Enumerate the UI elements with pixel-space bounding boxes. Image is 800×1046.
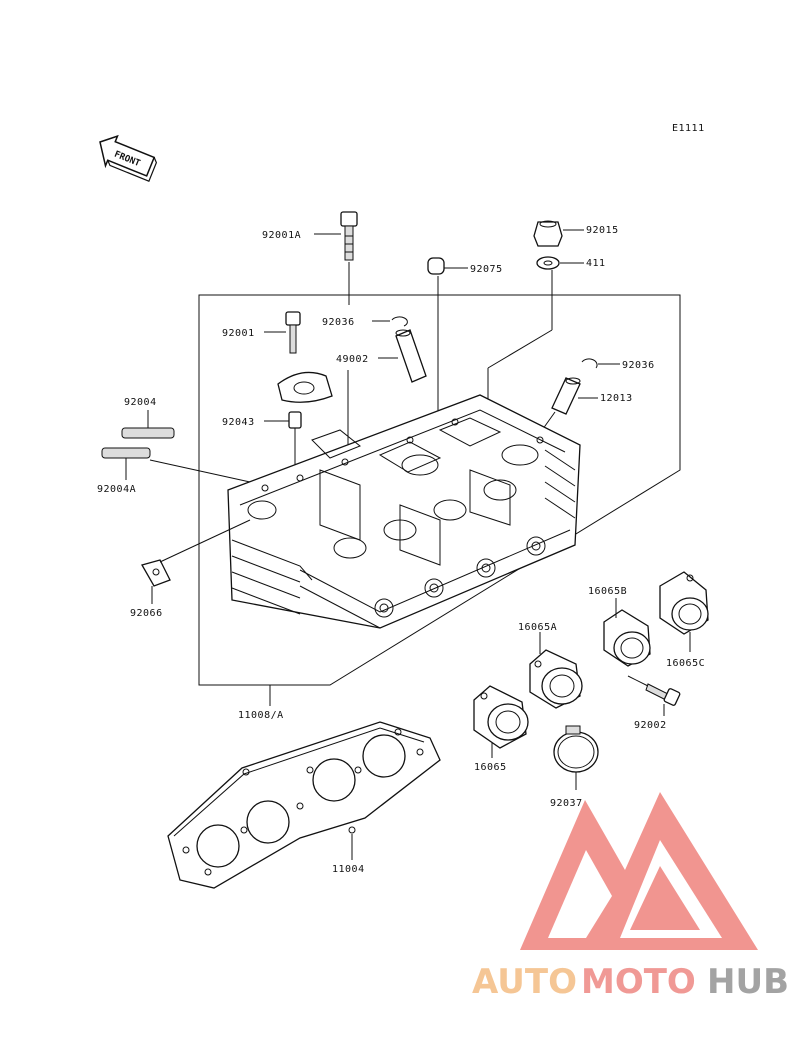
bolt-92002-icon xyxy=(627,675,681,716)
stud-92004A-icon xyxy=(101,447,251,483)
assembly-bracket xyxy=(198,294,681,686)
label-92036-top: 92036 xyxy=(322,317,355,328)
holder-16065C-icon xyxy=(659,571,709,652)
watermark-hub: HUB xyxy=(707,962,789,1002)
label-92004A: 92004A xyxy=(97,484,136,495)
circlip-92036b-icon xyxy=(581,358,620,369)
stud-92004-icon xyxy=(121,410,175,439)
label-16065A: 16065A xyxy=(518,622,557,633)
cylinder-head-icon xyxy=(227,394,581,629)
label-49002: 49002 xyxy=(336,354,369,365)
label-92002: 92002 xyxy=(634,720,667,731)
holder-16065-icon xyxy=(473,685,529,758)
label-92004: 92004 xyxy=(124,397,157,408)
label-92037: 92037 xyxy=(550,798,583,809)
front-arrow-icon: FRONT xyxy=(99,134,158,182)
label-16065B: 16065B xyxy=(588,586,627,597)
label-92075: 92075 xyxy=(470,264,503,275)
bolt-92001-icon xyxy=(264,311,301,354)
watermark-moto: MOTO xyxy=(581,962,696,1002)
label-92043: 92043 xyxy=(222,417,255,428)
label-92066: 92066 xyxy=(130,608,163,619)
label-11004: 11004 xyxy=(332,864,365,875)
gasket-11004-icon xyxy=(167,721,441,889)
bolt-92001A-icon xyxy=(314,211,358,305)
watermark-auto: AUTO xyxy=(472,962,577,1002)
label-92001A: 92001A xyxy=(262,230,301,241)
label-92001: 92001 xyxy=(222,328,255,339)
rubber-92066-icon xyxy=(141,519,251,604)
cam-cap-icon xyxy=(277,371,333,403)
label-12013: 12013 xyxy=(600,393,633,404)
label-11008A: 11008/A xyxy=(238,710,284,721)
holder-16065B-icon xyxy=(603,598,651,667)
label-16065C: 16065C xyxy=(666,658,705,669)
clamp-92037-icon xyxy=(553,725,599,790)
circlip-92036-icon xyxy=(372,316,408,327)
washer-411-icon xyxy=(487,256,584,400)
automotohub-logo: AUTO MOTO HUB xyxy=(472,792,789,1002)
label-92036-right: 92036 xyxy=(622,360,655,371)
label-411: 411 xyxy=(586,258,606,269)
label-92015: 92015 xyxy=(586,225,619,236)
holder-16065A-icon xyxy=(529,632,583,709)
reference-code: E1111 xyxy=(672,123,705,134)
label-16065: 16065 xyxy=(474,762,507,773)
nut-92015-icon xyxy=(533,220,584,247)
